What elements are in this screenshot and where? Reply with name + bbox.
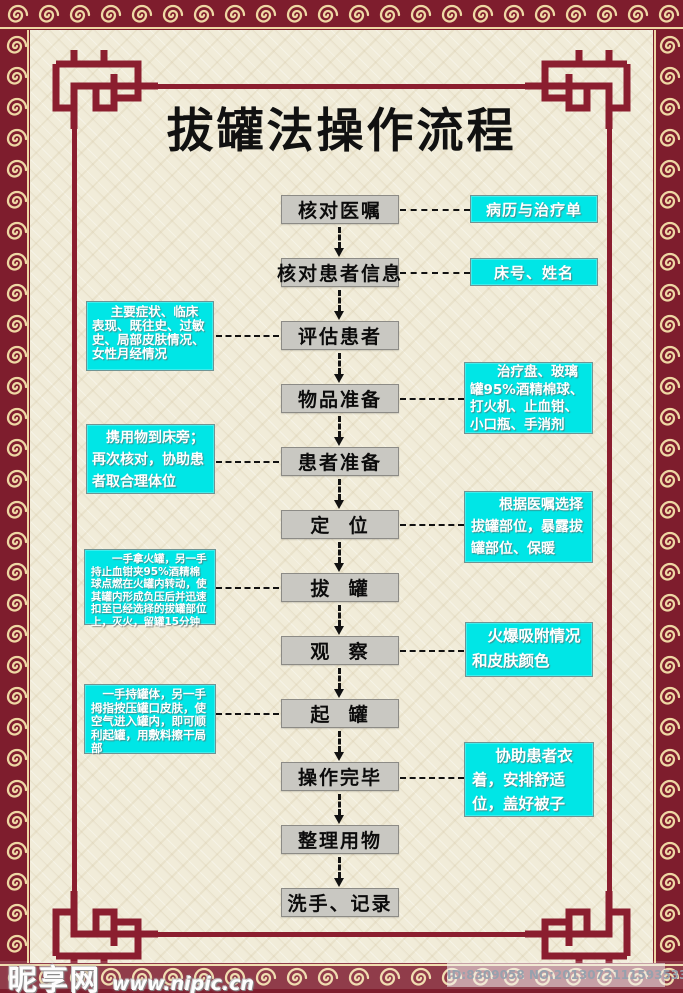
note-site-selection: 根据医嘱选择拔罐部位，暴露拔罐部位、保暖: [464, 491, 593, 563]
watermark-id-text: ID:8309058 NO:20130721115935339000: [447, 963, 683, 987]
note-connector-r1: [400, 209, 470, 211]
flow-arrow-9: [333, 731, 345, 761]
flow-step-cupping: 拔 罐: [281, 573, 399, 602]
note-medical-record: 病历与治疗单: [470, 195, 598, 223]
poster-title: 拔罐法操作流程: [166, 104, 517, 159]
note-cup-removal-method: 一手持罐体，另一手拇指按压罐口皮肤，使空气进入罐内，即可顺利起罐，用敷料擦干局部: [84, 684, 216, 755]
flow-arrow-2: [333, 290, 345, 320]
flow-arrow-8: [333, 668, 345, 698]
flow-step-finish: 操作完毕: [281, 762, 399, 791]
flow-arrow-10: [333, 794, 345, 824]
note-supplies: 治疗盘、玻璃罐95%酒精棉球、打火机、止血钳、小口瓶、手消剂: [464, 362, 593, 434]
note-comfort-patient: 协助患者衣着，安排舒适位，盖好被子: [464, 742, 594, 817]
flow-arrow-3: [333, 353, 345, 383]
watermark-site-name: 昵享网: [8, 963, 102, 993]
watermark-site-url: www.nipic.cn: [112, 973, 255, 993]
note-connector-l4: [216, 713, 279, 715]
flow-step-position: 定 位: [281, 510, 399, 539]
ornamental-border-right: [653, 30, 683, 963]
note-connector-r2: [400, 272, 470, 274]
flow-arrow-11: [333, 857, 345, 887]
note-bed-name: 床号、姓名: [470, 258, 598, 286]
flow-step-remove-cup: 起 罐: [281, 699, 399, 728]
note-connector-l2: [216, 461, 279, 463]
flow-step-observe: 观 察: [281, 636, 399, 665]
flow-step-wash-record: 洗手、记录: [281, 888, 399, 917]
flow-step-check-order: 核对医嘱: [281, 195, 399, 224]
flow-arrow-6: [333, 542, 345, 572]
flow-step-prepare-items: 物品准备: [281, 384, 399, 413]
note-observe-skin: 火爆吸附情况和皮肤颜色: [465, 622, 593, 677]
watermark-strip: 昵享网 www.nipic.cn ID:8309058 NO:201307211…: [0, 955, 683, 993]
note-bedside-prep: 携用物到床旁；再次核对，协助患者取合理体位: [86, 424, 215, 494]
flow-step-tidy-items: 整理用物: [281, 825, 399, 854]
note-cupping-method: 一手拿火罐，另一手持止血钳夹95%酒精棉球点燃在火罐内转动，使其罐内形成负压后并…: [84, 549, 216, 628]
flow-arrow-1: [333, 227, 345, 257]
inner-frame: [72, 84, 612, 937]
flow-step-prepare-patient: 患者准备: [281, 447, 399, 476]
ornamental-border-left: [0, 30, 30, 963]
note-assessment-items: 主要症状、临床表现、既往史、过敏史、局部皮肤情况、女性月经情况: [86, 301, 214, 371]
note-connector-l1: [216, 335, 279, 337]
flow-step-assess-patient: 评估患者: [281, 321, 399, 350]
note-connector-l3: [216, 587, 279, 589]
note-connector-r3: [400, 398, 464, 400]
flow-arrow-5: [333, 479, 345, 509]
ornamental-border-top: [0, 0, 683, 30]
flow-arrow-7: [333, 605, 345, 635]
note-connector-r5: [400, 650, 464, 652]
note-connector-r4: [400, 524, 464, 526]
flow-step-check-patient: 核对患者信息: [277, 258, 401, 287]
note-connector-r6: [400, 777, 464, 779]
watermark-site: 昵享网 www.nipic.cn: [8, 957, 254, 993]
flow-arrow-4: [333, 416, 345, 446]
